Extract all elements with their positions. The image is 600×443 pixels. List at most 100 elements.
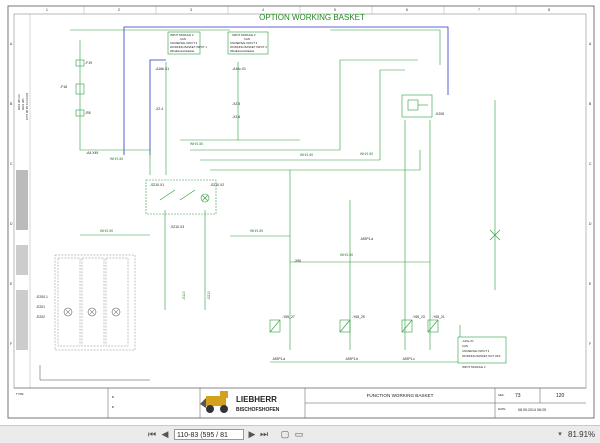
date-value: 08.05.2014 08:25 bbox=[518, 408, 546, 412]
row-d: D bbox=[10, 222, 13, 226]
row-a-right: A bbox=[589, 42, 592, 46]
y65-23-label: -Y65_23 bbox=[412, 315, 425, 319]
s210-x1-label: -S210.X1 bbox=[150, 183, 164, 187]
row-b: B bbox=[10, 102, 13, 106]
margin-code-3: 1057 88 95 01 03 003 bbox=[25, 92, 29, 120]
lamp-group bbox=[54, 254, 136, 351]
svg-text:INPUT MODULE 3: INPUT MODULE 3 bbox=[170, 33, 194, 37]
relay-k208-label: -K208 bbox=[435, 112, 444, 116]
col-3: 3 bbox=[190, 8, 192, 12]
footer-left-a: B bbox=[112, 395, 114, 399]
green-wires bbox=[70, 29, 500, 363]
prev-page-icon[interactable]: ◀ bbox=[161, 429, 169, 439]
margin-text-blocks bbox=[16, 170, 28, 350]
wire-label-4: WH/1.50 bbox=[360, 152, 373, 156]
sheet-value: 73 bbox=[515, 393, 521, 399]
footer-type-label: TYPE: bbox=[16, 392, 24, 396]
x50-label: -X50 bbox=[294, 259, 301, 263]
zoom-level[interactable]: 81.91% bbox=[568, 430, 596, 439]
input-module-3-b: INPUT MODULE 3 CAN UNIVERSAL INPUT 3 WOR… bbox=[227, 31, 269, 55]
a16c-x1-label: -A16c.X1 bbox=[232, 67, 246, 71]
title-block bbox=[14, 387, 586, 418]
last-page-icon[interactable]: ⏭ bbox=[259, 429, 269, 439]
s110-vertical-label: -S110 bbox=[182, 291, 186, 300]
relay-k208 bbox=[401, 94, 433, 118]
col-1: 1 bbox=[46, 8, 48, 12]
svg-text:CAN: CAN bbox=[180, 37, 186, 41]
fuse-f18 bbox=[75, 59, 85, 117]
brand-sub: BISCHOFSHOFEN bbox=[236, 407, 280, 413]
wire-label-3: WH/1.50 bbox=[300, 153, 313, 157]
row-e-right: E bbox=[589, 282, 592, 286]
wire-label-5: WH/1.50 bbox=[100, 229, 113, 233]
msp1b-label: -MSP1.b bbox=[345, 357, 358, 361]
msp1a-label: -MSP1.a bbox=[272, 357, 285, 361]
e202-label: -E202 bbox=[36, 315, 45, 319]
svg-text:WORKING BASKET NOT OFF: WORKING BASKET NOT OFF bbox=[462, 354, 501, 358]
fit-width-icon[interactable]: ▭ bbox=[294, 429, 304, 439]
viewer-toolbar: ⏮ ◀ 110-83 (595 / 81 ▶ ⏭ ▢ ▭ ▾ 81.91% bbox=[0, 425, 600, 443]
wheel-loader-icon bbox=[200, 391, 228, 413]
drawing-title: FUNCTION WORKING BASKET bbox=[367, 393, 434, 398]
svg-text:WORKING BASKET INPUT 1: WORKING BASKET INPUT 1 bbox=[170, 45, 207, 49]
first-page-icon[interactable]: ⏮ bbox=[147, 429, 157, 439]
svg-text:UNIVERSAL INPUT 3: UNIVERSAL INPUT 3 bbox=[170, 41, 198, 45]
column-markers bbox=[83, 6, 517, 14]
row-b-right: B bbox=[589, 102, 592, 106]
svg-text:INPUT MODULE 3: INPUT MODULE 3 bbox=[462, 365, 486, 369]
svg-text:INPUT MODULE 3: INPUT MODULE 3 bbox=[232, 33, 256, 37]
row-d-right: D bbox=[589, 222, 592, 226]
row-f: F bbox=[10, 342, 12, 346]
fit-page-icon[interactable]: ▢ bbox=[280, 429, 290, 439]
drawing-area-frame bbox=[13, 13, 587, 389]
svg-text:UNIVERSAL INPUT 3: UNIVERSAL INPUT 3 bbox=[462, 349, 490, 353]
row-a: A bbox=[10, 42, 13, 46]
row-f-right: F bbox=[589, 342, 591, 346]
a4-x49-label: -A4.X49 bbox=[86, 151, 98, 155]
input-module-3-bottom: -A16e.X1 CAN UNIVERSAL INPUT 3 WORKING B… bbox=[457, 336, 507, 369]
x2-5-label: -X2.5 bbox=[232, 102, 240, 106]
y65-25-label: -Y65_25 bbox=[352, 315, 365, 319]
dropdown-icon[interactable]: ▾ bbox=[558, 431, 562, 438]
y65-21-label: -Y65_21 bbox=[432, 315, 445, 319]
s210-x3-label: -S210.X3 bbox=[170, 225, 184, 229]
svg-text:Whatkinworkbasket: Whatkinworkbasket bbox=[230, 49, 254, 53]
row-e: E bbox=[10, 282, 13, 286]
margin-code-2: 9201 381 bbox=[21, 98, 25, 110]
e200-label: -E200.1 bbox=[36, 295, 48, 299]
s210-vertical-label: -S210 bbox=[207, 291, 211, 300]
row-c-right: C bbox=[589, 162, 592, 166]
a16b-x1-label: -A16b.X1 bbox=[155, 67, 169, 71]
col-4: 4 bbox=[262, 8, 264, 12]
sheet-label: SEK: bbox=[498, 393, 505, 397]
valve-y65-27 bbox=[269, 319, 439, 333]
col-5: 5 bbox=[334, 8, 336, 12]
msp1a-label-top: -MSP1.a bbox=[360, 237, 373, 241]
sheet-title: OPTION WORKING BASKET bbox=[259, 13, 365, 22]
next-page-icon[interactable]: ▶ bbox=[248, 429, 256, 439]
msp1c-label: -MSP1.c bbox=[402, 357, 415, 361]
x2-6-label: -X2.6 bbox=[232, 115, 240, 119]
svg-text:CAN: CAN bbox=[462, 344, 468, 348]
lamp-symbols bbox=[39, 307, 150, 381]
switch-s210 bbox=[145, 179, 217, 215]
y65-27-label: -Y65_27 bbox=[282, 315, 295, 319]
wire-label-1: WH/1.50 bbox=[110, 157, 123, 161]
col-2: 2 bbox=[118, 8, 120, 12]
col-6: 6 bbox=[406, 8, 408, 12]
x2-4-label: -X2.4 bbox=[155, 107, 163, 111]
svg-text:UNIVERSAL INPUT 3: UNIVERSAL INPUT 3 bbox=[230, 41, 258, 45]
page-value: 120 bbox=[556, 393, 565, 399]
fuse-f18-label: -F18 bbox=[60, 85, 67, 89]
resistor-r8-label: -R8 bbox=[85, 111, 91, 115]
input-module-3-a: INPUT MODULE 3 CAN UNIVERSAL INPUT 3 WOR… bbox=[167, 31, 207, 55]
page-number-input[interactable]: 110-83 (595 / 81 bbox=[174, 429, 244, 440]
wire-label-2: WH/1.50 bbox=[190, 142, 203, 146]
schematic-sheet: 1 2 3 4 5 6 7 8 A B C D E F A B C D E F … bbox=[0, 0, 600, 425]
e201-label: -E201 bbox=[36, 305, 45, 309]
s210-x2-label: -S210.X2 bbox=[210, 183, 224, 187]
col-7: 7 bbox=[478, 8, 480, 12]
svg-text:CAN: CAN bbox=[244, 37, 250, 41]
svg-text:Whatkinworkbasket: Whatkinworkbasket bbox=[170, 49, 194, 53]
